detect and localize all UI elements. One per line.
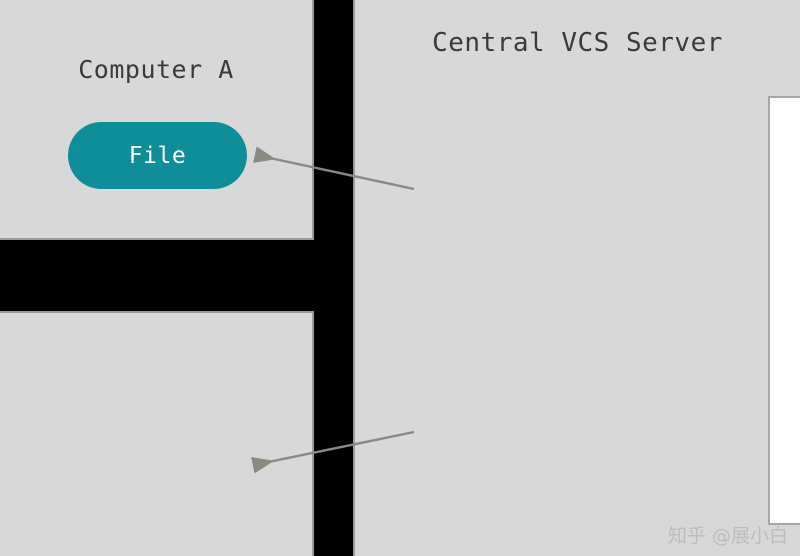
- version-database-box: Version Database Version 3 Version 2 Ver…: [768, 96, 800, 525]
- watermark: 知乎 @展小白: [667, 525, 788, 547]
- version-database-title: Version Database: [770, 116, 800, 141]
- panel-title-computer-a: Computer A: [78, 55, 234, 84]
- file-node-computer-a: File: [68, 122, 247, 189]
- panel-computer-b: Computer B File: [0, 311, 314, 556]
- panel-title-central-vcs-server: Central VCS Server: [432, 28, 723, 58]
- panel-central-vcs-server: Central VCS Server Version Database Vers…: [353, 0, 800, 556]
- panel-computer-a: Computer A File: [0, 0, 314, 240]
